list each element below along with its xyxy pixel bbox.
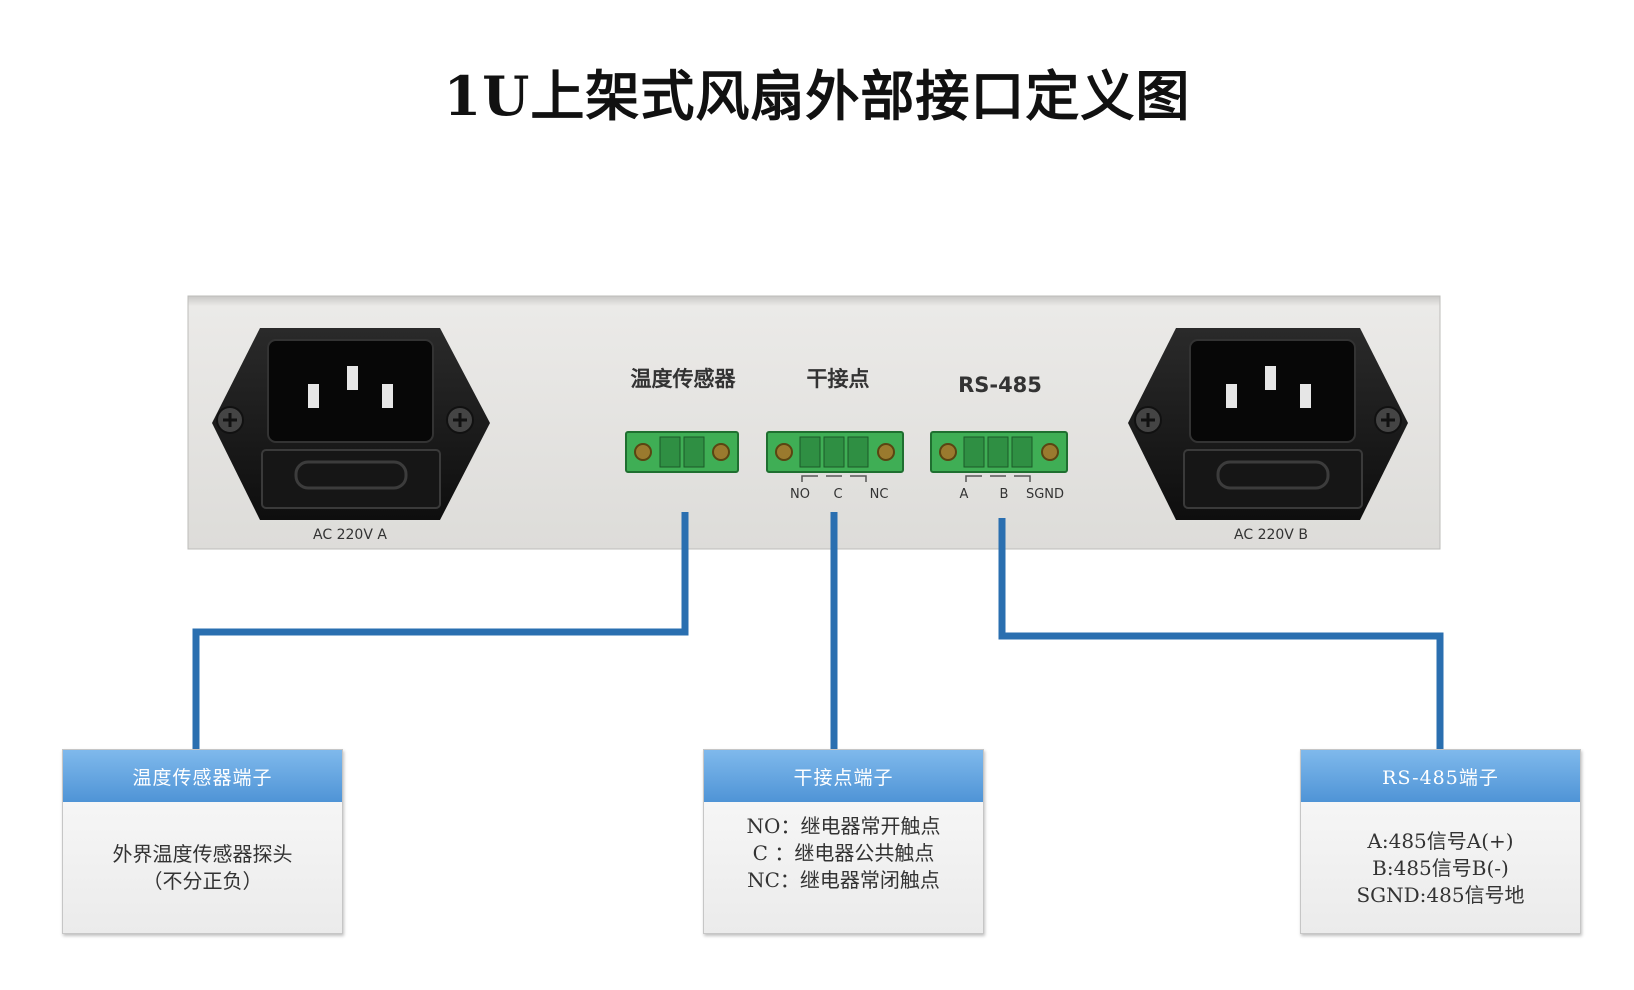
temp-terminal-block — [626, 432, 738, 472]
dry-contact-terminal-box: 干接点端子 NO：继电器常开触点 C ：继电器公共触点 NC：继电器常闭触点 — [703, 749, 984, 934]
rs485-box-line-1: A:485信号A(+) — [1367, 828, 1513, 855]
rs485-box-line-2: B:485信号B(-) — [1372, 855, 1509, 882]
temp-port-label: 温度传感器 — [631, 367, 737, 391]
power-a-label: AC 220V A — [313, 527, 387, 543]
dry-contact-box-header: 干接点端子 — [704, 750, 983, 802]
dry-box-line-2: C ：继电器公共触点 — [753, 840, 935, 867]
rs485-pin-b: B — [1000, 487, 1009, 502]
dry-pin-c: C — [833, 487, 842, 502]
dry-port-label: 干接点 — [807, 367, 870, 391]
dry-box-line-3: NC：继电器常闭触点 — [747, 867, 940, 894]
dry-contact-box-body: NO：继电器常开触点 C ：继电器公共触点 NC：继电器常闭触点 — [704, 803, 983, 933]
temp-box-line-1: 外界温度传感器探头 — [113, 841, 293, 868]
rs485-pin-sgnd: SGND — [1026, 487, 1064, 502]
temp-terminal-box-body: 外界温度传感器探头 （不分正负） — [63, 803, 342, 933]
dry-pin-no: NO — [790, 487, 810, 502]
rs485-box-body: A:485信号A(+) B:485信号B(-) SGND:485信号地 — [1301, 803, 1580, 933]
temp-terminal-box: 温度传感器端子 外界温度传感器探头 （不分正负） — [62, 749, 343, 934]
rs485-box-line-3: SGND:485信号地 — [1356, 882, 1524, 909]
temp-box-line-2: （不分正负） — [143, 868, 263, 895]
rs485-pin-a: A — [960, 487, 969, 502]
rs485-port-label: RS-485 — [958, 373, 1042, 397]
rs485-terminal-box: RS-485端子 A:485信号A(+) B:485信号B(-) SGND:48… — [1300, 749, 1581, 934]
dry-pin-nc: NC — [870, 487, 889, 502]
temp-terminal-box-header: 温度传感器端子 — [63, 750, 342, 802]
rs485-connector-line — [1002, 518, 1440, 750]
power-b-label: AC 220V B — [1234, 527, 1308, 543]
power-socket-b — [1128, 328, 1408, 520]
dry-box-line-1: NO：继电器常开触点 — [747, 813, 941, 840]
power-socket-a — [212, 328, 490, 520]
rs485-box-header: RS-485端子 — [1301, 750, 1580, 802]
